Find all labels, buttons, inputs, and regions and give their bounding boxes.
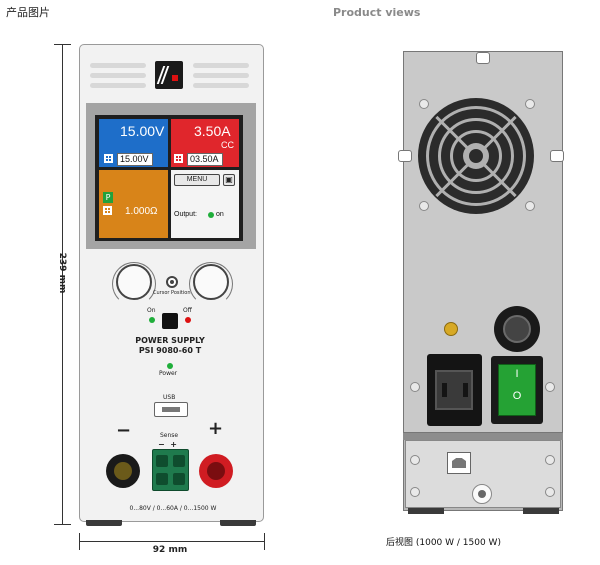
ratings-label: 0...80V / 0...60A / 0...1500 W (129, 505, 217, 512)
keypad-icon (103, 206, 112, 215)
mounting-tab (550, 150, 564, 162)
vent-slot (90, 63, 146, 68)
fan-hub-center (469, 149, 483, 163)
vent-slot (90, 73, 146, 78)
fan-guard-ring (450, 130, 502, 182)
lock-icon[interactable]: ▣ (223, 174, 235, 186)
knob-caption: Cursor Position (153, 290, 191, 296)
vent-slot (193, 63, 249, 68)
mounting-tab (476, 52, 490, 64)
sense-hole (173, 473, 185, 485)
sense-hole (156, 455, 168, 467)
model-line-2: PSI 9080-60 T (138, 346, 202, 355)
ground-screw-icon (444, 322, 458, 336)
sense-label: Sense (160, 432, 179, 439)
screw-icon (419, 99, 429, 109)
width-dimension-line (79, 541, 264, 542)
current-actual-value: 3.50A (194, 123, 231, 139)
off-label: Off (183, 307, 192, 314)
fuse-holder-cap (503, 315, 531, 343)
logo-accent (172, 75, 178, 81)
output-on-off-button[interactable] (162, 313, 178, 329)
mains-power-switch[interactable] (498, 364, 536, 416)
voltage-actual-value: 15.00V (120, 123, 165, 139)
inlet-pin (463, 383, 468, 397)
rear-foot-left (408, 508, 444, 514)
on-label: On (147, 307, 156, 314)
output-label: Output: (174, 211, 197, 218)
rear-usb-port-slot (452, 458, 466, 468)
keypad-icon (174, 154, 183, 163)
rear-panel-edge (403, 433, 563, 440)
vent-slot (90, 83, 146, 88)
height-dimension-label: 239 mm (57, 252, 67, 294)
off-led (185, 317, 191, 323)
rear-view-caption: 后视图 (1000 W / 1500 W) (386, 538, 501, 548)
screw-icon (545, 455, 555, 465)
width-dimension-label: 92 mm (152, 545, 188, 555)
sense-hole (173, 455, 185, 467)
switch-off-label: O (512, 390, 522, 402)
voltage-knob[interactable] (116, 264, 152, 300)
positive-terminal-core (207, 462, 225, 480)
knob-arc-left (112, 262, 156, 306)
ground-terminal-center (478, 490, 486, 498)
output-state: on (216, 211, 224, 218)
sense-signs: − + (158, 440, 177, 449)
screw-icon (525, 201, 535, 211)
knob-arc-right (189, 262, 233, 306)
rear-foot-right (523, 508, 559, 514)
on-led (149, 317, 155, 323)
usb-label: USB (163, 394, 176, 401)
screw-icon (410, 382, 420, 392)
height-dimension-line (62, 44, 63, 524)
width-dimension-cap-left (79, 533, 80, 550)
cursor-position-dot (170, 280, 174, 284)
screw-icon (410, 487, 420, 497)
sense-hole (156, 473, 168, 485)
vent-slot (193, 73, 249, 78)
output-status-led (208, 212, 214, 218)
power-label: Power (159, 370, 178, 377)
screw-icon (419, 201, 429, 211)
inlet-pin (442, 383, 447, 397)
minus-sign: − (116, 420, 132, 441)
current-mode-label: CC (221, 140, 234, 150)
height-dimension-cap-bottom (54, 524, 71, 525)
current-knob[interactable] (193, 264, 229, 300)
fan-guard-ring (426, 106, 526, 206)
page-heading-right: Product views (333, 6, 421, 19)
usb-port-slot (162, 407, 180, 412)
resistance-tile[interactable] (99, 170, 168, 238)
front-foot-right (220, 520, 256, 526)
plus-sign: + (208, 418, 224, 439)
screw-icon (545, 382, 555, 392)
switch-on-label: I (515, 368, 519, 380)
page-heading-left: 产品图片 (6, 6, 50, 19)
mounting-tab (398, 150, 412, 162)
menu-button[interactable]: MENU (174, 174, 220, 186)
resistance-badge: P (103, 192, 113, 203)
vent-slot (193, 83, 249, 88)
negative-terminal-core (114, 462, 132, 480)
screw-icon (410, 455, 420, 465)
voltage-set-value[interactable]: 15.00V (117, 153, 153, 166)
height-dimension-cap-top (54, 44, 71, 45)
width-dimension-cap-right (264, 533, 265, 550)
current-set-value[interactable]: 03.50A (187, 153, 223, 166)
screw-icon (525, 99, 535, 109)
keypad-icon (104, 154, 113, 163)
model-line-1: POWER SUPPLY (135, 336, 205, 345)
front-foot-left (86, 520, 122, 526)
resistance-value: 1.000Ω (125, 206, 158, 217)
fan-guard-ring (438, 118, 514, 194)
screw-icon (545, 487, 555, 497)
power-led (167, 363, 173, 369)
